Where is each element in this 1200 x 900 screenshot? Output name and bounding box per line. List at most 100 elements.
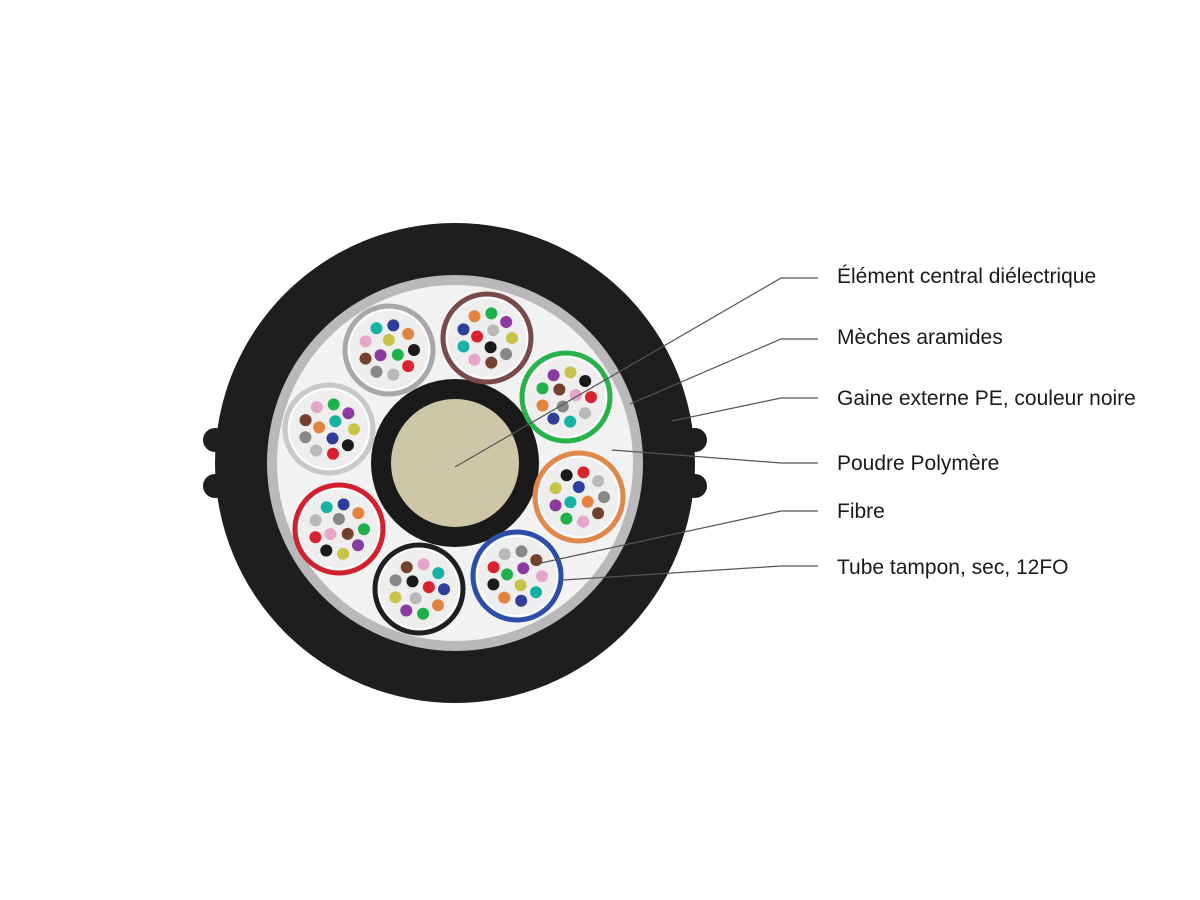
fiber [585,391,597,404]
fiber [432,567,445,580]
fiber [409,592,422,605]
fiber [387,319,400,332]
cable-cross-section [203,223,707,703]
fiber [484,341,497,354]
fiber [417,607,430,620]
fiber [320,501,333,514]
buffer-tube-wall [440,291,534,385]
fiber [549,482,562,495]
buffer-tube [532,450,626,544]
fiber [564,366,577,379]
fiber [326,432,339,445]
leader-buffer-tube [562,565,818,581]
buffer-tube [292,482,386,576]
buffer-tube-inner-edge [378,548,460,630]
buffer-tube-inner-edge [525,356,607,438]
fiber [310,401,323,414]
fiber [422,581,435,594]
fiber [560,512,573,525]
fiber [471,330,484,343]
fiber [348,423,360,436]
fiber [517,562,530,575]
fiber [400,561,413,574]
leader-polymer-powder [611,449,818,464]
buffer-tube [282,382,376,476]
fiber [560,469,573,482]
buffer-tube-wall [532,450,626,544]
fiber [581,495,594,508]
buffer-tube-wall [282,382,376,476]
fiber [556,400,569,413]
fiber [402,360,415,373]
fiber [389,574,402,587]
fiber [579,375,592,387]
fiber [387,368,400,381]
fiber [327,447,339,460]
fiber [352,539,364,552]
fiber [468,310,481,323]
fiber [572,481,585,493]
fiber [564,415,577,428]
fiber [370,365,383,378]
fiber [501,568,514,581]
fiber [487,578,500,591]
fiber [487,324,500,337]
buffer-tube [342,303,436,397]
fiber [327,398,340,411]
fiber [309,514,322,527]
fiber [359,335,372,348]
fiber [536,399,549,412]
callouts: Élément central diélectrique Mèches aram… [454,265,1136,581]
buffer-tube [372,542,466,636]
buffer-tube-wall [519,350,613,444]
fiber [359,352,372,365]
fiber [515,594,528,607]
fiber [310,444,323,457]
fiber [536,382,549,395]
fiber [577,466,590,479]
fiber [358,523,370,536]
fiber [592,475,605,487]
label-aramid-yarns: Mèches aramides [837,326,1003,349]
fiber [342,407,355,420]
sheath-rib-right-bottom [683,474,707,498]
fiber [299,431,312,444]
fiber [549,499,562,512]
fiber [530,554,543,567]
fiber [506,332,518,344]
buffer-tube [440,291,534,385]
leader-aramid-yarns [629,338,818,405]
fiber [352,507,365,520]
fiber [498,548,511,561]
label-outer-sheath: Gaine externe PE, couleur noire [837,387,1136,410]
leader-outer-sheath [671,397,818,422]
label-buffer-tube: Tube tampon, sec, 12FO [837,556,1069,579]
fiber [579,407,592,420]
leader-fibre [540,510,818,564]
fiber [337,547,350,560]
fiber [468,353,481,366]
fiber [457,323,470,336]
buffer-tube-inner-edge [476,535,558,617]
fiber [382,334,395,346]
fiber [389,591,402,604]
fiber [332,513,345,525]
label-central-element: Élément central diélectrique [837,265,1096,288]
buffer-tube-wall [470,529,564,623]
fiber [485,356,498,369]
central-dielectric-core [391,399,519,527]
fiber [515,545,528,558]
fiber [432,599,444,612]
sheath-rib-right-top [683,428,707,452]
fiber [370,322,383,335]
buffer-tubes [282,291,626,636]
fiber [547,412,560,425]
fiber [553,383,566,396]
label-polymer-powder: Poudre Polymère [837,452,999,475]
buffer-tube-wall [372,542,466,636]
fiber [324,528,337,541]
buffer-tube [470,529,564,623]
buffer-tube-inner-edge [298,488,380,570]
fiber [337,498,350,511]
